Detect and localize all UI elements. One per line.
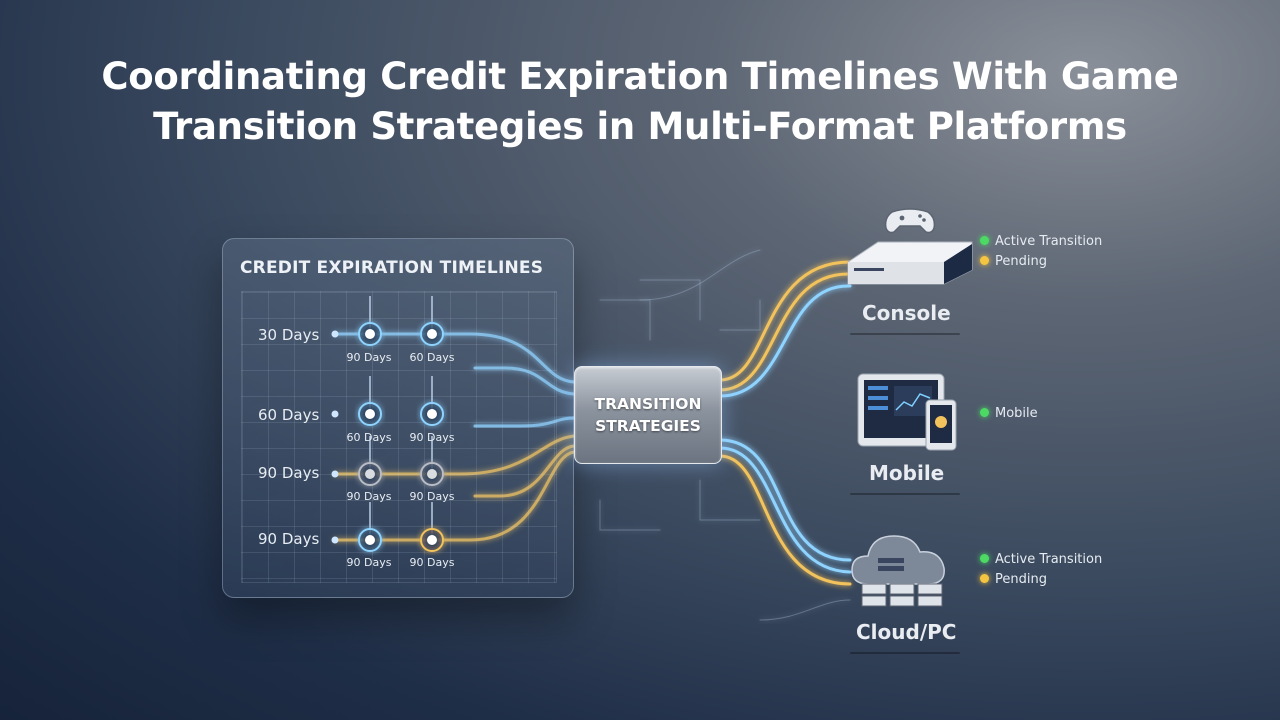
game-console-icon xyxy=(847,208,973,285)
legend-cloud-pending: Pending xyxy=(980,572,1047,587)
timeline-row-label-3: 90 Days xyxy=(258,464,320,482)
hub-label-line-1: TRANSITION xyxy=(594,395,702,413)
timeline-node-core xyxy=(427,329,437,339)
timeline-row-start-dot xyxy=(331,470,339,478)
timeline-row-label-1: 30 Days xyxy=(258,326,320,344)
node-label: 90 Days xyxy=(346,490,392,503)
output-wire-8 xyxy=(718,454,852,586)
input-wire-4 xyxy=(473,416,576,428)
status-dot-pending xyxy=(980,256,989,265)
circuit-trace-5 xyxy=(699,479,761,521)
node-label: 60 Days xyxy=(409,351,455,364)
status-dot-active xyxy=(980,554,989,563)
title-line-1: Coordinating Credit Expiration Timelines… xyxy=(101,55,1179,98)
output-wire-3 xyxy=(718,284,852,398)
platform-label-console: Console xyxy=(862,301,951,325)
platform-label-cloud-pc: Cloud/PC xyxy=(856,620,957,644)
input-wire-7 xyxy=(333,450,576,542)
node-label: 90 Days xyxy=(409,431,455,444)
legend-text: Active Transition xyxy=(995,552,1103,567)
legend-console-pending: Pending xyxy=(980,254,1047,269)
timeline-row-start-dot xyxy=(331,410,339,418)
circuit-trace-6 xyxy=(639,249,761,301)
circuit-trace-4 xyxy=(599,499,661,531)
cloud-server-icon xyxy=(851,535,945,607)
gamepad-icon xyxy=(884,208,936,234)
circuit-trace-2 xyxy=(639,279,701,321)
input-wire-1 xyxy=(333,332,576,384)
hub-label-line-2: STRATEGIES xyxy=(595,417,701,435)
timeline-grid xyxy=(241,291,557,583)
timeline-node-core xyxy=(365,329,375,339)
legend-text: Pending xyxy=(995,254,1047,269)
status-dot-active xyxy=(980,408,989,417)
output-wire-7 xyxy=(718,446,852,574)
node-label: 90 Days xyxy=(346,556,392,569)
legend-text: Mobile xyxy=(995,406,1038,421)
circuit-trace-3 xyxy=(719,299,761,331)
timeline-row-label-2: 60 Days xyxy=(258,406,320,424)
title-line-2: Transition Strategies in Multi-Format Pl… xyxy=(153,105,1127,148)
node-label: 90 Days xyxy=(346,351,392,364)
legend-cloud-active: Active Transition xyxy=(980,552,1102,567)
node-label: 90 Days xyxy=(409,556,455,569)
timeline-panel-title: CREDIT EXPIRATION TIMELINES xyxy=(240,258,544,278)
legend-console-active: Active Transition xyxy=(980,234,1102,249)
tablet-phone-icon xyxy=(857,373,957,451)
transition-strategies-hub: TRANSITION STRATEGIES xyxy=(574,366,722,464)
status-dot-active xyxy=(980,236,989,245)
platform-label-mobile: Mobile xyxy=(869,461,945,485)
timeline-node-core xyxy=(427,535,437,545)
timeline-node-core xyxy=(365,409,375,419)
timeline-row-start-dot xyxy=(331,536,339,544)
output-wire-6 xyxy=(718,438,852,562)
platform-underline xyxy=(850,493,960,495)
legend-text: Pending xyxy=(995,572,1047,587)
platform-underline xyxy=(850,333,960,335)
timeline-row-label-4: 90 Days xyxy=(258,530,320,548)
circuit-trace-7 xyxy=(759,599,851,621)
input-wire-2 xyxy=(473,366,576,396)
input-wire-6 xyxy=(473,444,576,498)
output-wire-1 xyxy=(718,260,852,382)
platform-underline xyxy=(850,652,960,654)
status-dot-pending xyxy=(980,574,989,583)
legend-text: Active Transition xyxy=(995,234,1103,249)
output-wire-2 xyxy=(718,272,852,392)
node-label: 90 Days xyxy=(409,490,455,503)
legend-mobile: Mobile xyxy=(980,406,1038,421)
timeline-row-start-dot xyxy=(331,330,339,338)
timeline-node-core xyxy=(427,409,437,419)
timeline-node-core xyxy=(427,469,437,479)
timeline-node-core xyxy=(365,535,375,545)
node-label: 60 Days xyxy=(346,431,392,444)
page-title: Coordinating Credit Expiration Timelines… xyxy=(0,52,1280,152)
credit-timeline-panel xyxy=(222,238,574,598)
input-wire-5 xyxy=(333,434,576,476)
timeline-node-core xyxy=(365,469,375,479)
